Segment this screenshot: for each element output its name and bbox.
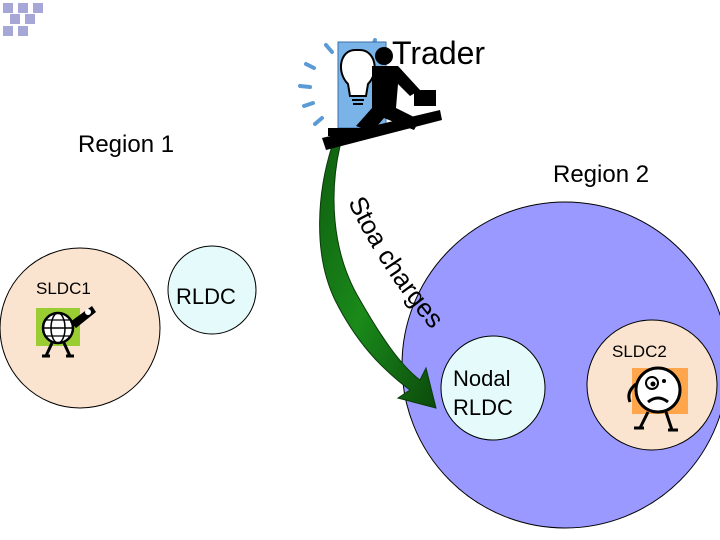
globe-character-icon (36, 306, 96, 358)
sldc1-label: SLDC1 (36, 279, 91, 298)
region1-label: Region 1 (78, 131, 174, 158)
nodal-rldc-circle (440, 335, 546, 441)
worried-character-icon (627, 366, 688, 432)
nodal-rldc-label-line1: Nodal (453, 366, 510, 391)
region2-label: Region 2 (553, 161, 649, 188)
rldc-label: RLDC (176, 284, 236, 309)
sldc2-label: SLDC2 (612, 342, 667, 361)
rldc-circle (167, 245, 257, 335)
nodal-rldc-label-line2: RLDC (453, 395, 513, 420)
stoa-arrow (319, 145, 437, 409)
corner-squares (3, 3, 43, 36)
trader-label: Trader (392, 35, 485, 71)
businessman-with-lightbulb-icon (298, 38, 442, 150)
